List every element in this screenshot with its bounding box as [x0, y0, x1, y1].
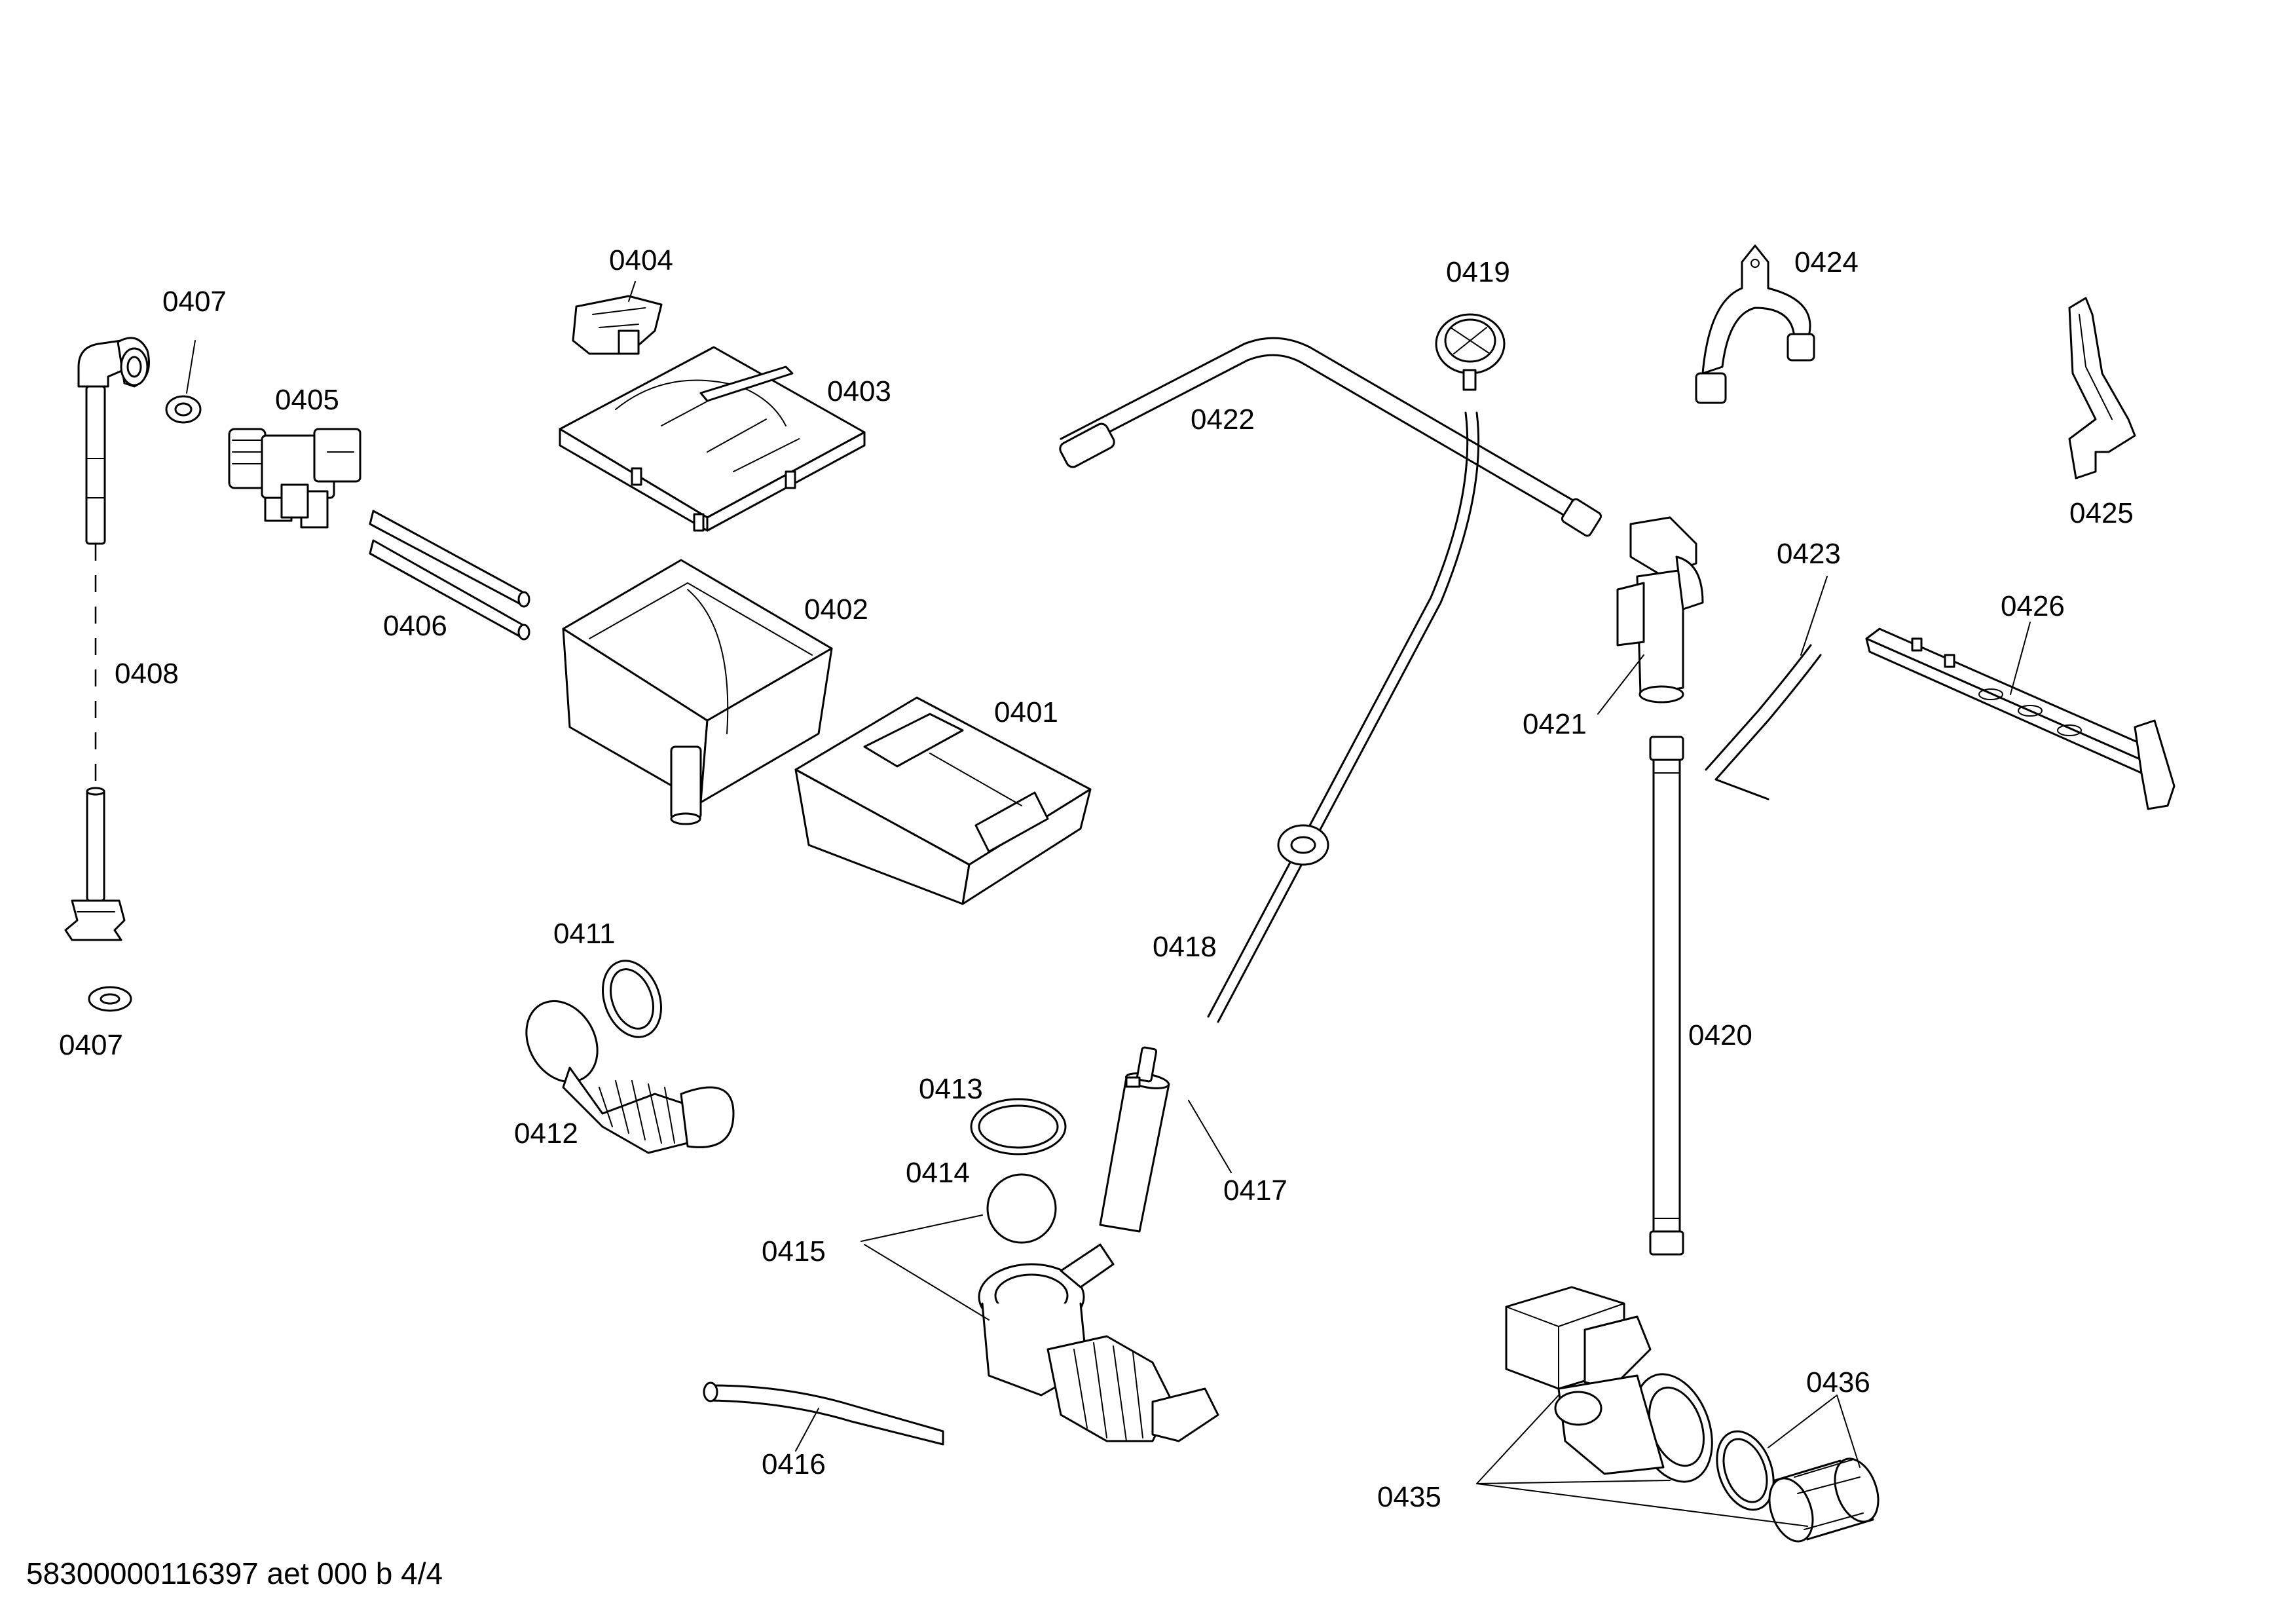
label-0424: 0424	[1794, 246, 1859, 278]
leader-0404	[628, 281, 636, 302]
label-0403: 0403	[827, 375, 891, 407]
leaders-0415	[861, 1214, 990, 1321]
label-0436: 0436	[1806, 1366, 1870, 1398]
part-0424-yoke	[1695, 244, 1815, 404]
part-0416-hose	[703, 1381, 944, 1446]
label-0420: 0420	[1688, 1019, 1752, 1051]
label-0413: 0413	[919, 1073, 983, 1105]
leaders-0435	[1476, 1395, 1808, 1527]
part-0417-air-chamber	[1099, 1046, 1170, 1233]
label-0422: 0422	[1191, 404, 1255, 436]
part-0407-washer-bottom	[88, 986, 132, 1012]
part-0421-connector	[1616, 516, 1704, 704]
part-0436-filter	[1768, 1457, 1879, 1543]
part-0401-dispenser-drawer	[794, 696, 1092, 905]
leader-0423	[1800, 576, 1828, 656]
leader-0416	[795, 1408, 819, 1452]
part-0419-pressure-switch	[1435, 313, 1506, 391]
part-0414-ball	[986, 1173, 1057, 1244]
label-0421: 0421	[1523, 708, 1587, 740]
label-0425: 0425	[2069, 497, 2134, 529]
part-0404-bracket	[572, 295, 663, 355]
leader-0421	[1597, 654, 1644, 715]
part-0420-drain-hose	[1649, 736, 1684, 1256]
label-0419: 0419	[1446, 256, 1510, 288]
leader-0417	[1188, 1100, 1232, 1173]
label-0408: 0408	[115, 658, 179, 690]
leaders-0436	[1768, 1395, 1861, 1468]
label-0423: 0423	[1777, 538, 1841, 570]
part-0403-dispenser-cover	[559, 346, 866, 532]
label-0415: 0415	[762, 1235, 826, 1267]
part-0425-bracket	[2068, 297, 2136, 479]
part-0408-upper-elbow	[77, 337, 150, 545]
label-0407-bottom: 0407	[59, 1029, 123, 1061]
part-0426-rail	[1865, 628, 2176, 810]
leader-0407-top	[186, 340, 196, 394]
label-0407-top: 0407	[162, 286, 227, 318]
part-0406-hoses	[369, 510, 530, 641]
label-0416: 0416	[762, 1448, 826, 1480]
part-0422-hose	[1059, 337, 1602, 537]
part-0435-drain-pump	[1505, 1286, 1713, 1483]
part-0418-pressure-tube	[1207, 411, 1480, 1023]
label-0417: 0417	[1223, 1174, 1287, 1207]
label-0404: 0404	[609, 244, 673, 276]
part-0412-bellows-hose	[525, 1000, 735, 1154]
part-0423-rod	[1705, 644, 1822, 800]
label-0414: 0414	[906, 1157, 970, 1189]
label-0412: 0412	[514, 1117, 578, 1150]
label-0418: 0418	[1153, 931, 1217, 963]
label-0435: 0435	[1377, 1481, 1441, 1513]
label-0411: 0411	[553, 918, 616, 950]
part-0436-gasket	[1716, 1430, 1775, 1511]
part-0408-lower-fitting	[64, 787, 126, 941]
leader-0426	[2010, 622, 2031, 695]
part-0415-sump-hose	[978, 1243, 1219, 1442]
label-0401: 0401	[994, 696, 1058, 728]
part-0407-washer-top	[165, 395, 202, 424]
label-0402: 0402	[804, 593, 868, 626]
part-0411-seal-ring	[602, 960, 662, 1038]
label-0405: 0405	[275, 384, 339, 416]
part-0402-dispenser-housing	[562, 559, 833, 825]
part-0413-gasket	[970, 1098, 1067, 1155]
document-id: 58300000116397 aet 000 b 4/4	[26, 1556, 443, 1590]
label-0426: 0426	[2001, 590, 2065, 622]
part-0405-inlet-valve	[228, 428, 361, 529]
label-0406: 0406	[383, 610, 447, 642]
